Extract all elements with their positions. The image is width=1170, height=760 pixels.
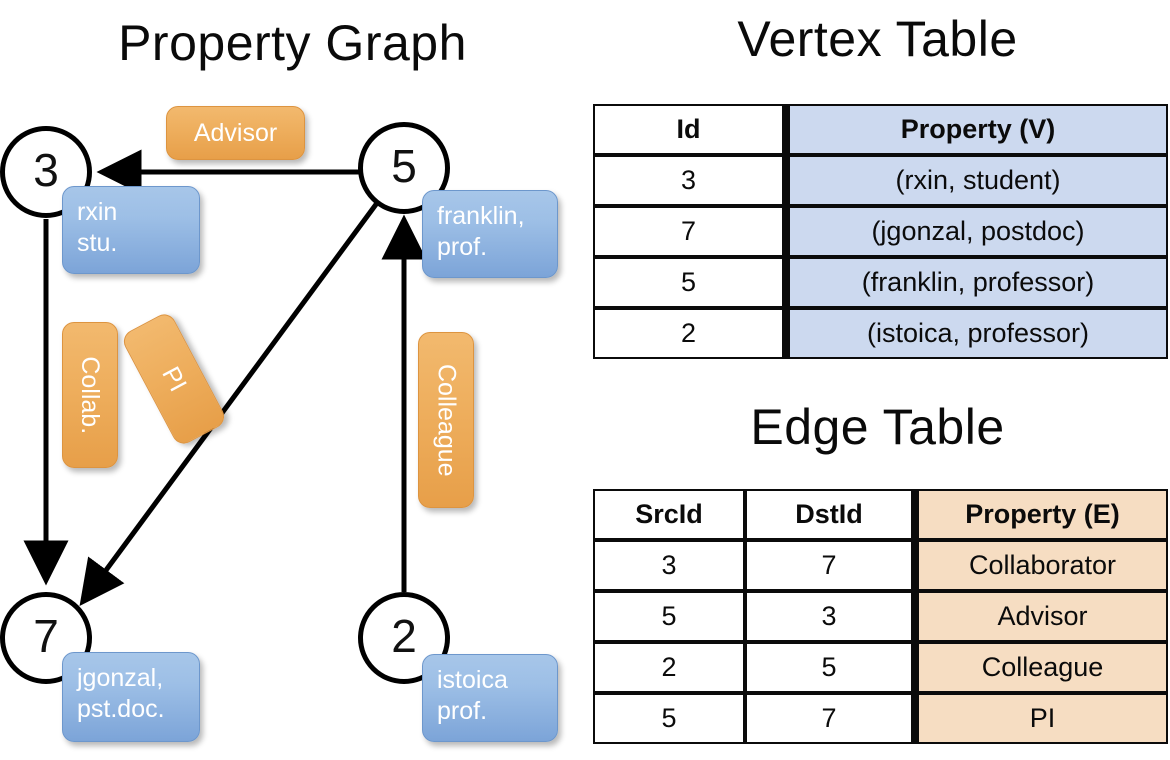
edge-label-box-advisor: Advisor xyxy=(166,106,305,160)
vertex-property-franklin-line2: prof. xyxy=(437,232,488,261)
edge-row-1-srcid: 5 xyxy=(593,591,745,642)
edge-label-colleague: Colleague xyxy=(432,363,461,477)
edge-label-advisor: Advisor xyxy=(193,118,278,147)
vertex-row-1-property: (jgonzal, postdoc) xyxy=(784,206,1168,257)
graph-node-5-label: 5 xyxy=(391,140,417,192)
edge-row-0-property: Collaborator xyxy=(913,540,1168,591)
graph-node-3-label: 3 xyxy=(33,144,59,196)
graph-node-2[interactable]: 2 xyxy=(358,592,450,684)
edge-row-0-srcid: 3 xyxy=(593,540,745,591)
edge-row-2-property: Colleague xyxy=(913,642,1168,693)
property-graph-diagram: 3 5 7 2 rxin stu. franklin, prof. jgonza… xyxy=(0,106,558,742)
edge-table-header-dstid: DstId xyxy=(745,489,913,540)
edge-row-3-property: PI xyxy=(913,693,1168,744)
graph-node-2-label: 2 xyxy=(391,610,417,662)
table-row[interactable]: 7 (jgonzal, postdoc) xyxy=(593,206,1168,257)
table-row[interactable]: 5 (franklin, professor) xyxy=(593,257,1168,308)
page-title-edge-table: Edge Table xyxy=(750,399,1005,455)
page-title-vertex-table: Vertex Table xyxy=(737,11,1018,67)
vertex-property-rxin-line1: rxin xyxy=(77,198,118,226)
vertex-property-istoica-line1: istoica xyxy=(437,666,508,694)
table-row[interactable]: 2 5 Colleague xyxy=(593,642,1168,693)
vertex-row-0-id: 3 xyxy=(593,155,784,206)
graph-edges-svg xyxy=(23,149,427,607)
graph-node-7-label: 7 xyxy=(33,610,59,662)
edge-row-3-dstid: 7 xyxy=(745,693,913,744)
vertex-row-3-id: 2 xyxy=(593,308,784,359)
table-row[interactable]: 5 3 Advisor xyxy=(593,591,1168,642)
edge-label-box-collab: Collab. xyxy=(62,322,118,468)
edge-row-2-srcid: 2 xyxy=(593,642,745,693)
edge-row-1-property: Advisor xyxy=(913,591,1168,642)
vertex-table-header-property: Property (V) xyxy=(784,104,1168,155)
vertex-property-istoica-line2: prof. xyxy=(437,696,488,725)
vertex-table: Id Property (V) 3 (rxin, student) 7 (jgo… xyxy=(593,104,1168,359)
table-row[interactable]: 2 (istoica, professor) xyxy=(593,308,1168,359)
vertex-row-2-property: (franklin, professor) xyxy=(784,257,1168,308)
edge-table-header-property: Property (E) xyxy=(913,489,1168,540)
graph-node-5[interactable]: 5 xyxy=(358,122,450,214)
vertex-property-jgonzal-line1: jgonzal, xyxy=(77,664,164,692)
edge-line-pi xyxy=(79,201,380,607)
vertex-property-box-rxin: rxin stu. xyxy=(62,186,200,274)
vertex-property-box-jgonzal: jgonzal, pst.doc. xyxy=(62,652,200,742)
vertex-property-franklin-line1: franklin, xyxy=(437,202,525,230)
edge-row-3-srcid: 5 xyxy=(593,693,745,744)
table-header-row: SrcId DstId Property (E) xyxy=(593,489,1168,540)
vertex-row-3-property: (istoica, professor) xyxy=(784,308,1168,359)
edge-row-1-dstid: 3 xyxy=(745,591,913,642)
vertex-property-jgonzal-line2: pst.doc. xyxy=(77,694,165,723)
vertex-row-2-id: 5 xyxy=(593,257,784,308)
edge-label-collab: Collab. xyxy=(76,356,105,434)
vertex-property-box-franklin: franklin, prof. xyxy=(422,190,558,278)
page-title-property-graph: Property Graph xyxy=(118,15,467,71)
edge-label-pi: PI xyxy=(156,361,193,396)
edge-table: SrcId DstId Property (E) 3 7 Collaborato… xyxy=(593,489,1168,744)
edge-row-0-dstid: 7 xyxy=(745,540,913,591)
table-row[interactable]: 5 7 PI xyxy=(593,693,1168,744)
table-row[interactable]: 3 (rxin, student) xyxy=(593,155,1168,206)
table-row[interactable]: 3 7 Collaborator xyxy=(593,540,1168,591)
vertex-row-1-id: 7 xyxy=(593,206,784,257)
edge-label-box-colleague: Colleague xyxy=(418,332,474,508)
vertex-property-rxin-line2: stu. xyxy=(77,228,118,257)
vertex-table-header-id: Id xyxy=(593,104,784,155)
vertex-property-box-istoica: istoica prof. xyxy=(422,654,558,742)
edge-table-header-srcid: SrcId xyxy=(593,489,745,540)
vertex-row-0-property: (rxin, student) xyxy=(784,155,1168,206)
table-header-row: Id Property (V) xyxy=(593,104,1168,155)
edge-row-2-dstid: 5 xyxy=(745,642,913,693)
